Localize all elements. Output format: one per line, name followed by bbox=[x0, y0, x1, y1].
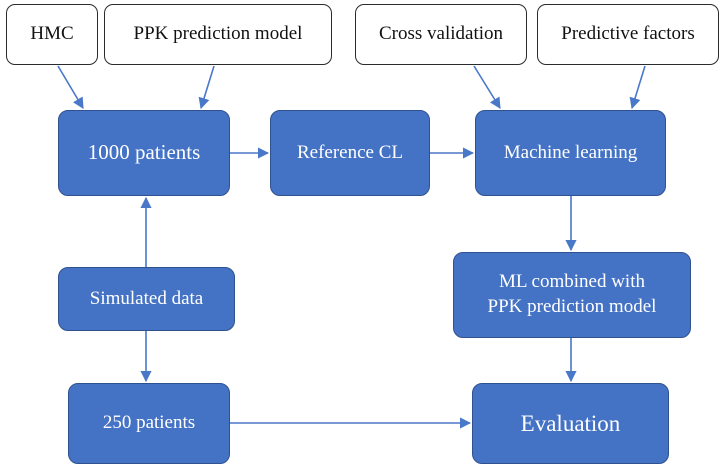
node-ml-combined: ML combined with PPK prediction model bbox=[453, 252, 691, 338]
node-evaluation-label: Evaluation bbox=[520, 410, 621, 436]
input-ppk-model-box: PPK prediction model bbox=[104, 4, 332, 65]
input-hmc-label: HMC bbox=[30, 23, 74, 45]
node-ml-combined-line2: PPK prediction model bbox=[487, 296, 657, 317]
node-1000-patients: 1000 patients bbox=[58, 110, 230, 196]
input-ppk-model-label: PPK prediction model bbox=[133, 23, 303, 45]
node-reference-cl-label: Reference CL bbox=[296, 141, 404, 163]
input-predictive-factors-label: Predictive factors bbox=[561, 23, 695, 45]
node-simulated-data: Simulated data bbox=[58, 267, 235, 331]
arrow-ppk-to-1000 bbox=[198, 65, 215, 110]
arrow-hmc-to-1000 bbox=[57, 65, 84, 109]
node-1000-patients-label: 1000 patients bbox=[87, 140, 201, 165]
node-evaluation: Evaluation bbox=[472, 383, 669, 464]
input-cross-validation-label: Cross validation bbox=[378, 23, 504, 45]
node-250-patients-label: 250 patients bbox=[102, 412, 196, 434]
node-ml-combined-line1: ML combined with bbox=[498, 271, 645, 293]
input-hmc-box: HMC bbox=[6, 4, 98, 65]
node-machine-learning-label: Machine learning bbox=[503, 141, 638, 163]
node-reference-cl: Reference CL bbox=[270, 110, 430, 196]
node-250-patients: 250 patients bbox=[68, 383, 230, 464]
node-ml-combined-text: ML combined with PPK prediction model bbox=[488, 270, 657, 319]
arrow-cv-to-ml bbox=[473, 65, 501, 109]
input-predictive-factors-box: Predictive factors bbox=[537, 4, 719, 65]
node-machine-learning: Machine learning bbox=[475, 110, 666, 196]
node-simulated-data-label: Simulated data bbox=[89, 287, 204, 309]
arrow-pf-to-ml bbox=[629, 65, 646, 110]
input-cross-validation-box: Cross validation bbox=[355, 4, 527, 65]
